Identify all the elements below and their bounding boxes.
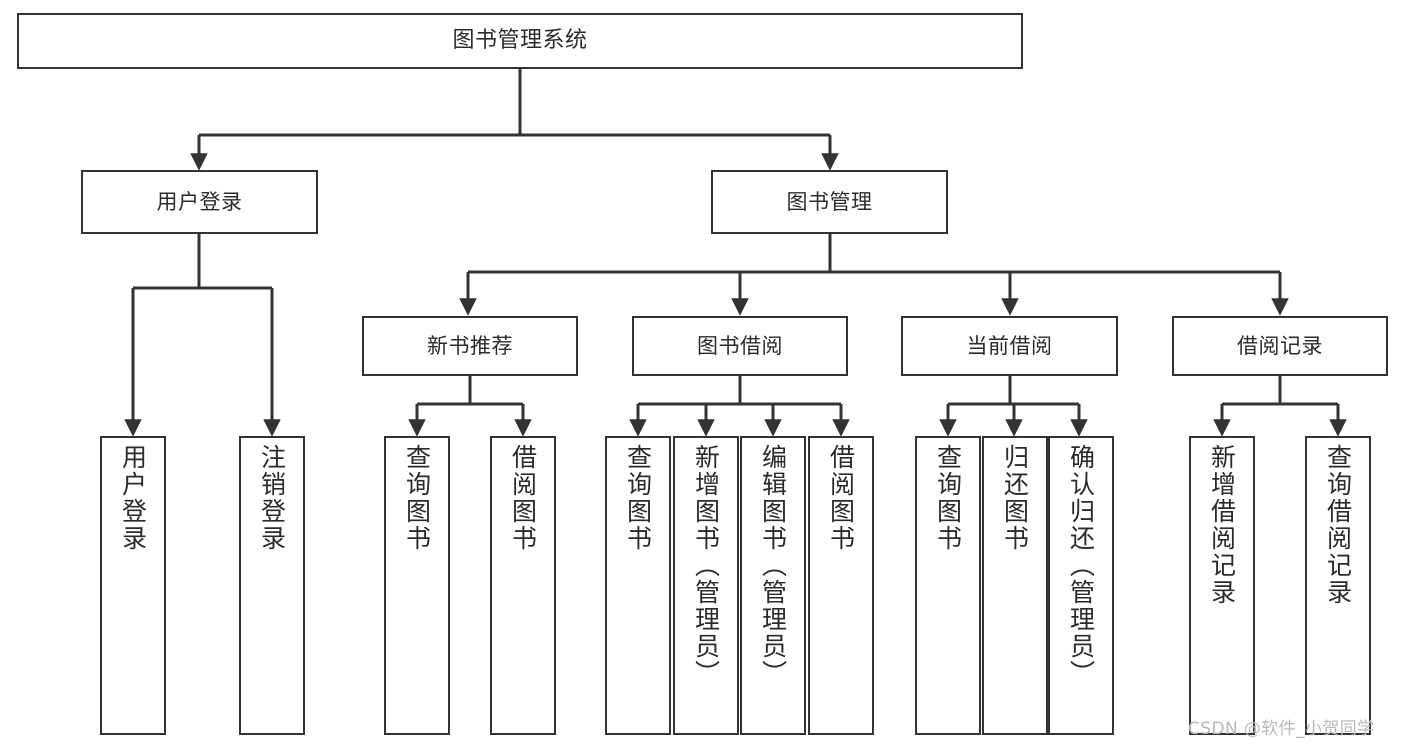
node-leaf-query-record[interactable]: 查询借阅记录 <box>1305 436 1371 735</box>
node-leaf-add-book-label: 新增图书（管理员） <box>691 444 721 687</box>
node-leaf-return-book[interactable]: 归还图书 <box>982 436 1048 735</box>
node-new-book-recommend[interactable]: 新书推荐 <box>362 316 578 376</box>
node-leaf-borrow-book-1[interactable]: 借阅图书 <box>490 436 556 735</box>
node-book-manage[interactable]: 图书管理 <box>711 170 948 234</box>
node-book-borrow-label: 图书借阅 <box>697 333 783 358</box>
node-leaf-return-book-label: 归还图书 <box>1000 444 1030 552</box>
node-borrow-record-label: 借阅记录 <box>1237 333 1323 358</box>
node-root[interactable]: 图书管理系统 <box>17 13 1023 69</box>
node-leaf-query-book-1-label: 查询图书 <box>402 444 432 552</box>
node-leaf-add-book[interactable]: 新增图书（管理员） <box>673 436 739 735</box>
node-book-manage-label: 图书管理 <box>786 189 873 214</box>
node-leaf-user-login-label: 用户登录 <box>118 444 148 552</box>
node-leaf-borrow-book-2-label: 借阅图书 <box>826 444 856 552</box>
node-leaf-query-record-label: 查询借阅记录 <box>1323 444 1353 606</box>
node-leaf-query-book-2[interactable]: 查询图书 <box>605 436 671 735</box>
node-leaf-add-record-label: 新增借阅记录 <box>1207 444 1237 606</box>
node-leaf-query-book-1[interactable]: 查询图书 <box>384 436 450 735</box>
node-leaf-edit-book[interactable]: 编辑图书（管理员） <box>740 436 806 735</box>
node-current-borrow-label: 当前借阅 <box>966 333 1053 358</box>
node-leaf-borrow-book-1-label: 借阅图书 <box>508 444 538 552</box>
node-leaf-query-book-3-label: 查询图书 <box>933 444 963 552</box>
node-leaf-confirm-return[interactable]: 确认归还（管理员） <box>1048 436 1114 735</box>
node-leaf-logout-login[interactable]: 注销登录 <box>239 436 305 735</box>
node-user-login-label: 用户登录 <box>156 189 243 214</box>
node-leaf-user-login[interactable]: 用户登录 <box>100 436 166 735</box>
node-leaf-borrow-book-2[interactable]: 借阅图书 <box>808 436 874 735</box>
node-borrow-record[interactable]: 借阅记录 <box>1172 316 1388 376</box>
node-leaf-query-book-3[interactable]: 查询图书 <box>915 436 981 735</box>
node-leaf-logout-login-label: 注销登录 <box>257 444 287 552</box>
node-user-login[interactable]: 用户登录 <box>81 170 318 234</box>
node-new-book-recommend-label: 新书推荐 <box>427 333 513 358</box>
node-leaf-confirm-return-label: 确认归还（管理员） <box>1066 444 1096 687</box>
node-book-borrow[interactable]: 图书借阅 <box>632 316 848 376</box>
node-leaf-edit-book-label: 编辑图书（管理员） <box>758 444 788 687</box>
csdn-watermark: CSDN @软件_小贺同学 <box>1188 719 1375 739</box>
node-leaf-query-book-2-label: 查询图书 <box>623 444 653 552</box>
node-leaf-add-record[interactable]: 新增借阅记录 <box>1189 436 1255 735</box>
node-current-borrow[interactable]: 当前借阅 <box>901 316 1118 376</box>
node-root-label: 图书管理系统 <box>452 28 588 54</box>
